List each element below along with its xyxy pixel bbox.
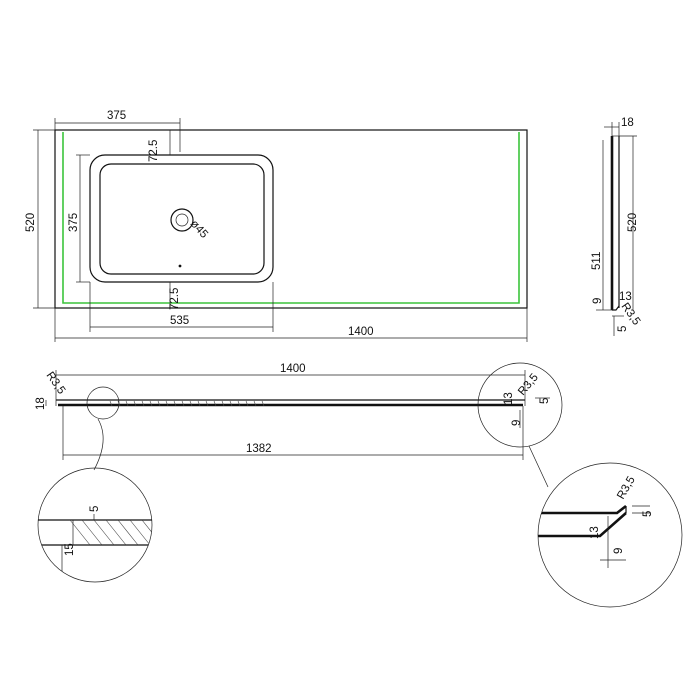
front-hatch xyxy=(109,400,265,407)
detail-right-dim-lip: 5 xyxy=(642,511,654,517)
front-dim-offset: 9 xyxy=(511,420,523,426)
detail-marker-right xyxy=(477,362,563,448)
side-dim-lip: 5 xyxy=(617,326,629,332)
detail-right-edge-bottom xyxy=(538,512,627,538)
green-inner-border xyxy=(62,132,520,304)
front-dim-edge: 13 xyxy=(503,392,515,405)
side-dim-edge: 13 xyxy=(619,291,632,303)
dim-sink-width: 535 xyxy=(170,315,189,327)
drain-inner xyxy=(175,213,189,227)
detail-right-dim-radius: R3,5 xyxy=(615,474,638,501)
front-dim-radius-left: R3,5 xyxy=(44,370,68,397)
front-dim-lip: 5 xyxy=(539,398,551,404)
overflow-hole xyxy=(178,264,182,268)
front-dim-inner-length: 1382 xyxy=(246,443,272,455)
dim-sink-depth: 375 xyxy=(68,213,80,232)
drain-outer xyxy=(170,208,194,232)
dim-top-margin: 72.5 xyxy=(148,140,160,162)
detail-left-dim-thickness: 15 xyxy=(64,543,76,556)
dim-height: 520 xyxy=(25,213,37,232)
side-dim-height: 520 xyxy=(627,213,639,232)
sink-inner xyxy=(99,163,265,275)
dim-drain: ø45 xyxy=(188,218,210,241)
dim-length: 1400 xyxy=(348,326,374,338)
side-dim-offset: 9 xyxy=(592,298,604,304)
front-dim-length: 1400 xyxy=(280,363,306,375)
detail-left-circle xyxy=(37,467,153,583)
detail-left-dim-depth: 5 xyxy=(89,506,101,512)
detail-right: R3,5 5 13 9 xyxy=(537,462,683,608)
countertop-outline xyxy=(54,129,528,309)
detail-right-edge-top xyxy=(538,504,627,515)
front-dim-radius-right: R3,5 xyxy=(516,372,541,398)
side-view: 18 520 511 9 13 R3,5 5 xyxy=(591,117,642,336)
sink-outer xyxy=(89,154,274,283)
front-dim-thickness: 18 xyxy=(35,397,47,410)
front-view: 1400 R3,5 18 13 R3,5 5 9 1382 xyxy=(35,362,563,488)
detail-right-dim-offset: 9 xyxy=(613,548,625,554)
side-dim-inner-height: 511 xyxy=(591,252,603,270)
detail-right-dim-edge: 13 xyxy=(589,526,601,539)
detail-marker-left xyxy=(86,386,120,420)
detail-left: 5 15 xyxy=(37,467,153,583)
dim-bottom-margin: 72.5 xyxy=(169,288,181,310)
dim-sink-offset-x: 375 xyxy=(107,110,126,122)
plan-view: 375 72.5 520 375 ø45 72.5 535 1400 xyxy=(25,110,528,342)
side-dim-thickness: 18 xyxy=(621,117,634,129)
side-dim-radius: R3,5 xyxy=(619,301,643,328)
